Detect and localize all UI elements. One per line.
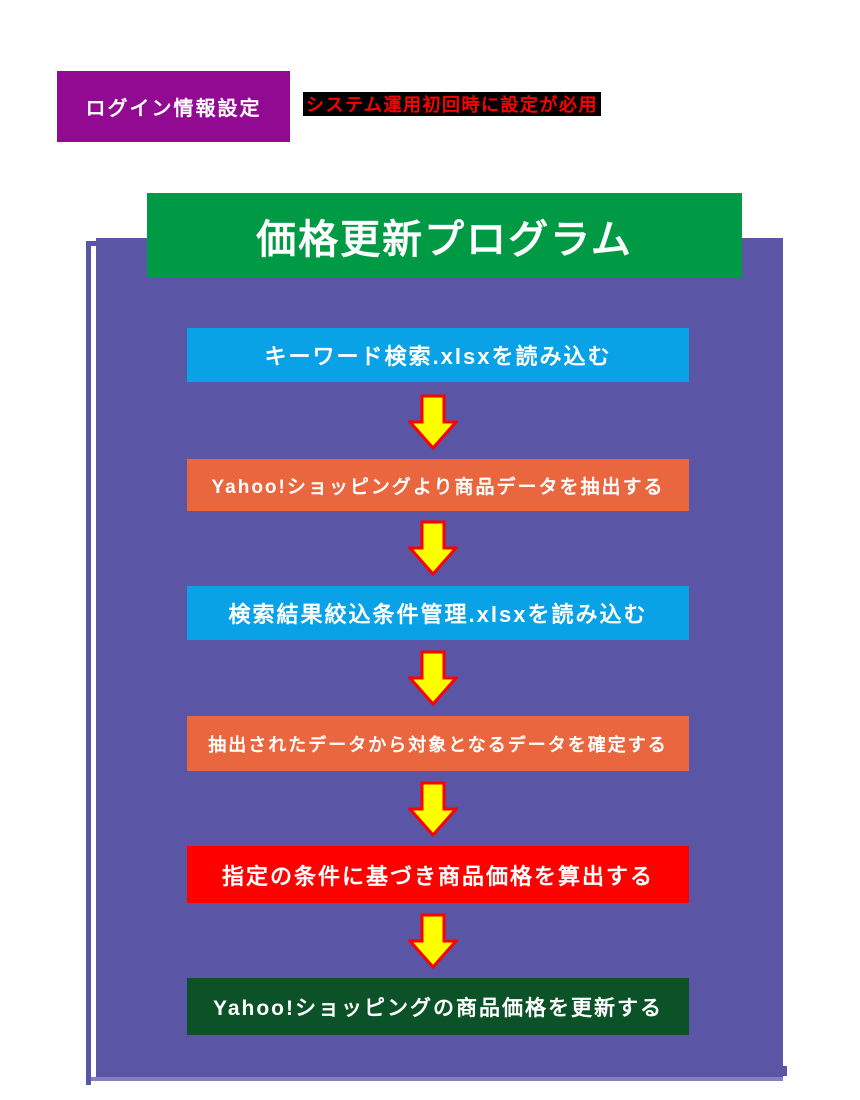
flow-step-label: 抽出されたデータから対象となるデータを確定する	[208, 734, 668, 755]
program-title: 価格更新プログラム	[147, 193, 742, 278]
flow-step-label: Yahoo!ショッピングより商品データを抽出する	[211, 476, 665, 498]
down-arrow-icon	[406, 650, 460, 707]
flow-step[interactable]: 抽出されたデータから対象となるデータを確定する	[187, 716, 689, 771]
flow-step[interactable]: 指定の条件に基づき商品価格を算出する	[187, 846, 689, 903]
login-settings-button[interactable]: ログイン情報設定	[57, 71, 290, 142]
down-arrow-icon	[406, 394, 460, 451]
flow-step[interactable]: キーワード検索.xlsxを読み込む	[187, 328, 689, 382]
panel-offset-edge-bottom	[86, 1077, 783, 1081]
flow-step[interactable]: Yahoo!ショッピングより商品データを抽出する	[187, 459, 689, 511]
down-arrow-icon	[406, 520, 460, 577]
flow-step-label: キーワード検索.xlsxを読み込む	[264, 344, 612, 369]
panel-offset-edge-left	[86, 241, 91, 1085]
flow-step-label: 検索結果絞込条件管理.xlsxを読み込む	[228, 602, 648, 627]
login-note-text: システム運用初回時に設定が必用	[306, 95, 598, 115]
down-arrow-icon	[406, 781, 460, 838]
program-title-text: 価格更新プログラム	[256, 217, 633, 262]
flow-step[interactable]: 検索結果絞込条件管理.xlsxを読み込む	[187, 586, 689, 640]
flow-step-label: Yahoo!ショッピングの商品価格を更新する	[212, 996, 663, 1020]
down-arrow-icon	[406, 913, 460, 970]
login-settings-label: ログイン情報設定	[85, 98, 262, 120]
panel-offset-nub-right	[783, 1066, 787, 1076]
panel-offset-edge-nub	[86, 241, 96, 246]
login-note: システム運用初回時に設定が必用	[303, 92, 601, 116]
flow-step[interactable]: Yahoo!ショッピングの商品価格を更新する	[187, 978, 689, 1035]
flow-step-label: 指定の条件に基づき商品価格を算出する	[221, 863, 654, 889]
